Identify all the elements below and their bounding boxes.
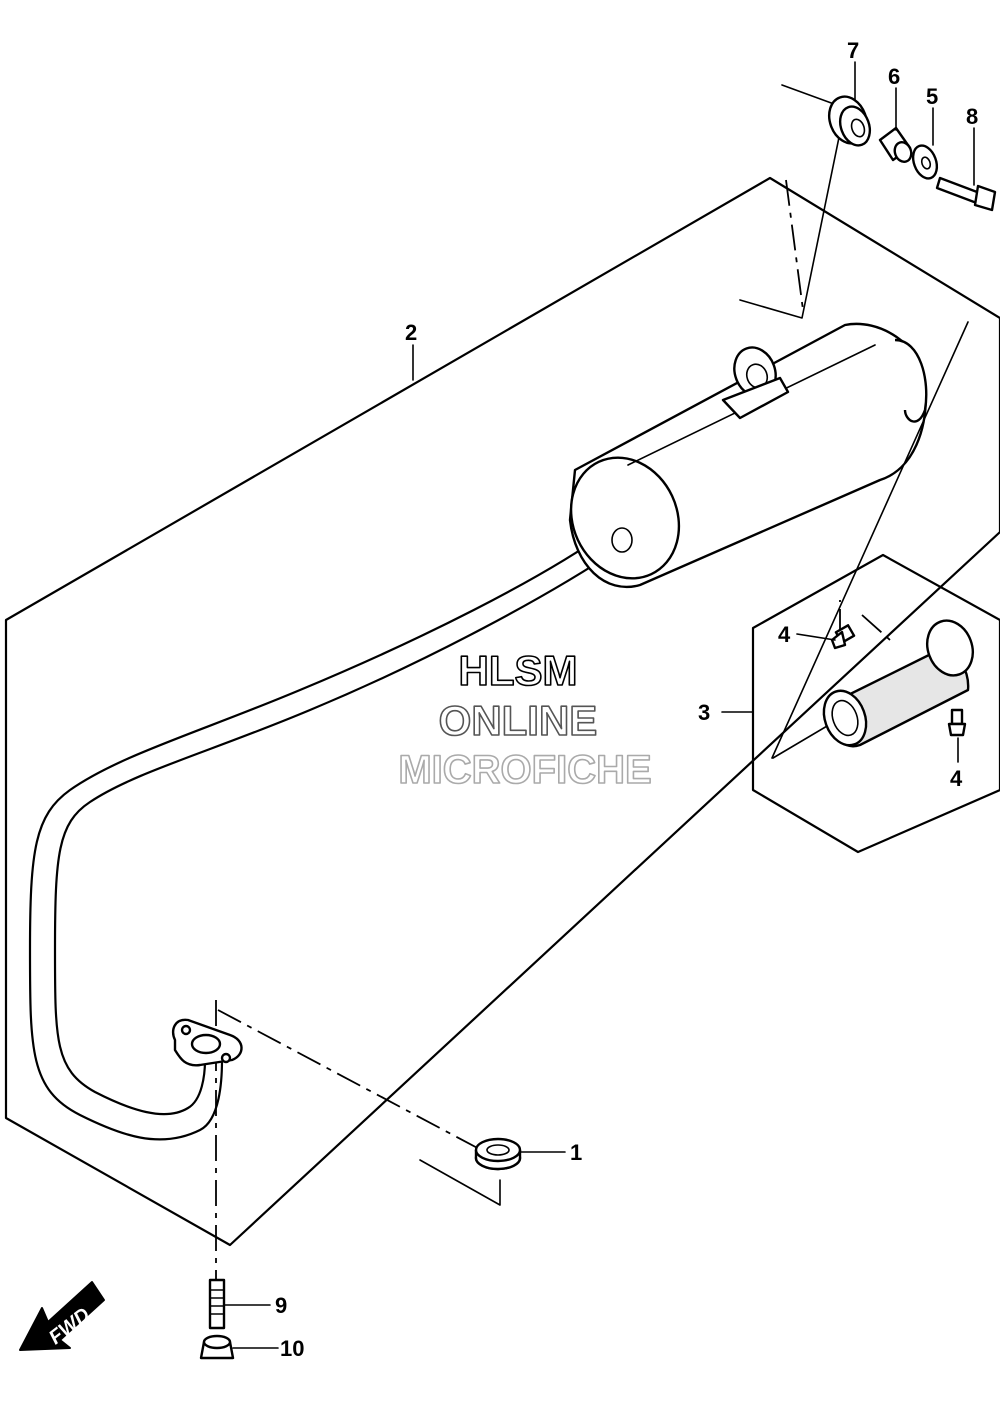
hardware-bracket-line — [739, 84, 846, 319]
muffler — [568, 322, 928, 588]
watermark-line-1: HLSM — [459, 647, 578, 694]
exhaust-pipe — [28, 528, 622, 1141]
tailpipe-group-outline — [751, 553, 1000, 854]
callout-1: 1 — [570, 1140, 582, 1165]
gasket-bracket-line — [419, 1159, 501, 1206]
collar — [878, 126, 913, 163]
watermark-line-2: ONLINE — [439, 697, 598, 744]
callout-7: 7 — [847, 38, 859, 63]
washer — [911, 144, 939, 180]
tailpipe-leader-lines — [771, 321, 969, 759]
callout-3: 3 — [698, 700, 710, 725]
callout-4-upper: 4 — [778, 622, 791, 647]
callout-8: 8 — [966, 104, 978, 129]
callout-2: 2 — [405, 320, 417, 345]
nut — [199, 1334, 235, 1360]
watermark: HLSM ONLINE MICROFICHE — [398, 646, 653, 793]
grommet — [827, 95, 872, 147]
watermark-line-3: MICROFICHE — [398, 748, 651, 792]
assembly-group-outline — [4, 176, 1000, 1247]
callout-10: 10 — [280, 1336, 304, 1361]
exhaust-flange — [171, 1018, 243, 1067]
gasket — [474, 1137, 522, 1171]
stud-bolt — [208, 1278, 226, 1330]
callout-6: 6 — [888, 64, 900, 89]
callout-5: 5 — [926, 84, 938, 109]
callout-leaders — [224, 61, 975, 1349]
fwd-arrow-icon: FWD — [19, 1281, 105, 1351]
screw-upper — [830, 624, 856, 650]
tailpipe-insert — [822, 619, 974, 748]
screw-lower — [947, 708, 967, 737]
callout-9: 9 — [275, 1293, 287, 1318]
callout-4-lower: 4 — [950, 766, 963, 791]
bolt — [935, 176, 997, 212]
